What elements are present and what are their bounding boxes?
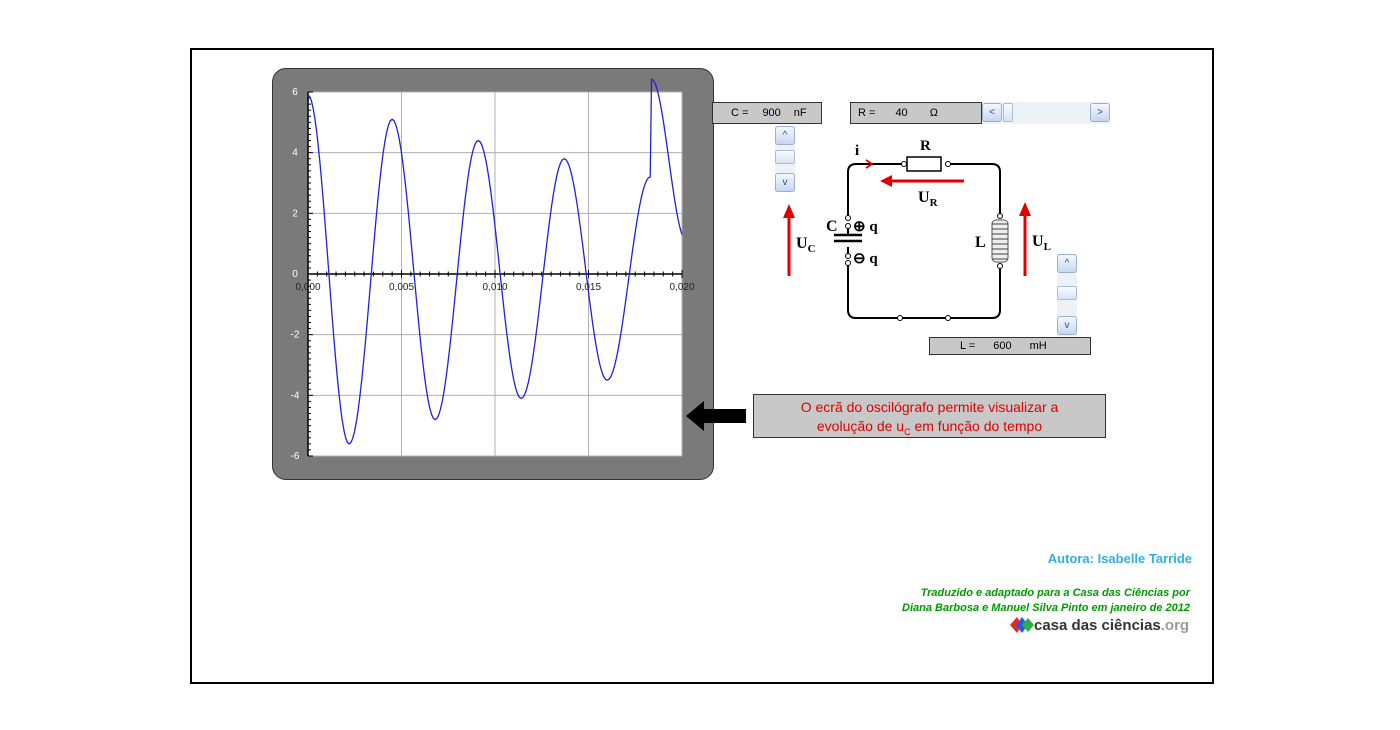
x-tick-label: 0,015 — [576, 282, 601, 293]
x-tick-label: 0,020 — [669, 282, 694, 293]
pointer-arrow-icon — [686, 401, 746, 431]
capacitance-scroll-thumb[interactable] — [775, 150, 795, 164]
logo-mark-icon — [1010, 617, 1034, 633]
author-credit: Autora: Isabelle Tarride — [1047, 551, 1192, 566]
rlc-circuit-diagram: i R UR C ⊕ q ⊖ q UC L UL — [783, 138, 1051, 321]
casa-das-ciencias-logo[interactable]: casa das ciências.org — [1010, 615, 1189, 635]
y-tick-label: 4 — [292, 148, 298, 159]
current-label: i — [855, 143, 859, 159]
resistance-left-button[interactable]: < — [982, 103, 1002, 122]
inductor-label: L — [975, 234, 986, 251]
x-tick-label: 0,005 — [389, 282, 414, 293]
resistor-symbol — [906, 156, 942, 172]
oscilloscope-screen: 0,000 0,005 0,010 0,015 0,020 6 4 2 0 -2 -4 -6 — [272, 68, 714, 480]
y-tick-label: -6 — [291, 451, 300, 462]
chevron-up-icon: ^ — [782, 130, 788, 141]
caption-line-2: evolução de uC em função do tempo — [816, 418, 1043, 437]
chevron-down-icon: v — [1064, 320, 1070, 331]
translation-credit-line-2: Diana Barbosa e Manuel Silva Pinto em ja… — [902, 602, 1190, 614]
x-tick-label: 0,000 — [295, 282, 320, 293]
svg-text:UR: UR — [918, 189, 939, 209]
resistance-scroll-thumb[interactable] — [1003, 103, 1013, 122]
voltage-trace — [307, 78, 683, 445]
uc-arrowhead-icon — [783, 204, 795, 218]
wire-top-right — [948, 163, 1001, 214]
positive-charge-label: ⊕ q — [853, 219, 878, 235]
logo-text: casa das ciências — [1034, 616, 1161, 634]
capacitance-up-button[interactable]: ^ — [775, 126, 795, 145]
capacitance-down-button[interactable]: v — [775, 173, 795, 192]
translation-credit-line-1: Traduzido e adaptado para a Casa das Ciê… — [920, 587, 1190, 599]
resistance-right-button[interactable]: > — [1090, 103, 1110, 122]
inductance-up-button[interactable]: ^ — [1057, 254, 1077, 273]
chevron-right-icon: > — [1097, 107, 1103, 118]
ul-label-sub: L — [1044, 241, 1051, 253]
current-arrow-icon — [865, 159, 874, 169]
y-tick-label: 2 — [292, 208, 298, 219]
y-tick-label: -2 — [291, 330, 300, 341]
chevron-down-icon: v — [782, 177, 788, 188]
ul-arrowhead-icon — [1019, 202, 1031, 216]
negative-charge-label: ⊖ q — [853, 251, 878, 267]
ur-label: U — [918, 189, 930, 206]
chevron-up-icon: ^ — [1064, 258, 1070, 269]
resistor-label: R — [920, 138, 931, 154]
ul-label: U — [1032, 233, 1044, 250]
wire-top-left — [847, 163, 857, 216]
y-tick-label: 6 — [292, 87, 298, 98]
logo-suffix: .org — [1160, 616, 1190, 634]
oscilloscope-caption: O ecrã do oscilógrafo permite visualizar… — [753, 394, 1106, 438]
uc-label-sub: C — [808, 243, 816, 255]
chevron-left-icon: < — [989, 107, 995, 118]
oscilloscope-plot: 0,000 0,005 0,010 0,015 0,020 6 4 2 0 -2 -4 -6 — [291, 78, 695, 462]
uc-label: U — [796, 235, 808, 252]
ur-arrowhead-icon — [880, 175, 892, 187]
svg-text:UL: UL — [1032, 233, 1051, 253]
inductor-coil — [991, 219, 1009, 263]
caption-line-1: O ecrã do oscilógrafo permite visualizar… — [800, 399, 1059, 415]
capacitor-label: C — [826, 218, 838, 235]
y-tick-label: 0 — [292, 269, 298, 280]
inductance-down-button[interactable]: v — [1057, 316, 1077, 335]
inductance-scroll-thumb[interactable] — [1057, 286, 1077, 300]
resistance-display: R = 40 Ω — [850, 102, 982, 124]
ur-label-sub: R — [930, 197, 939, 209]
resistance-scrollbar[interactable] — [982, 102, 1110, 124]
x-tick-label: 0,010 — [482, 282, 507, 293]
capacitance-display: C = 900 nF — [712, 102, 822, 124]
wire-bottom — [847, 265, 1001, 319]
svg-text:UC: UC — [796, 235, 816, 255]
inductance-display: L = 600 mH — [929, 337, 1091, 355]
y-tick-label: -4 — [291, 390, 300, 401]
